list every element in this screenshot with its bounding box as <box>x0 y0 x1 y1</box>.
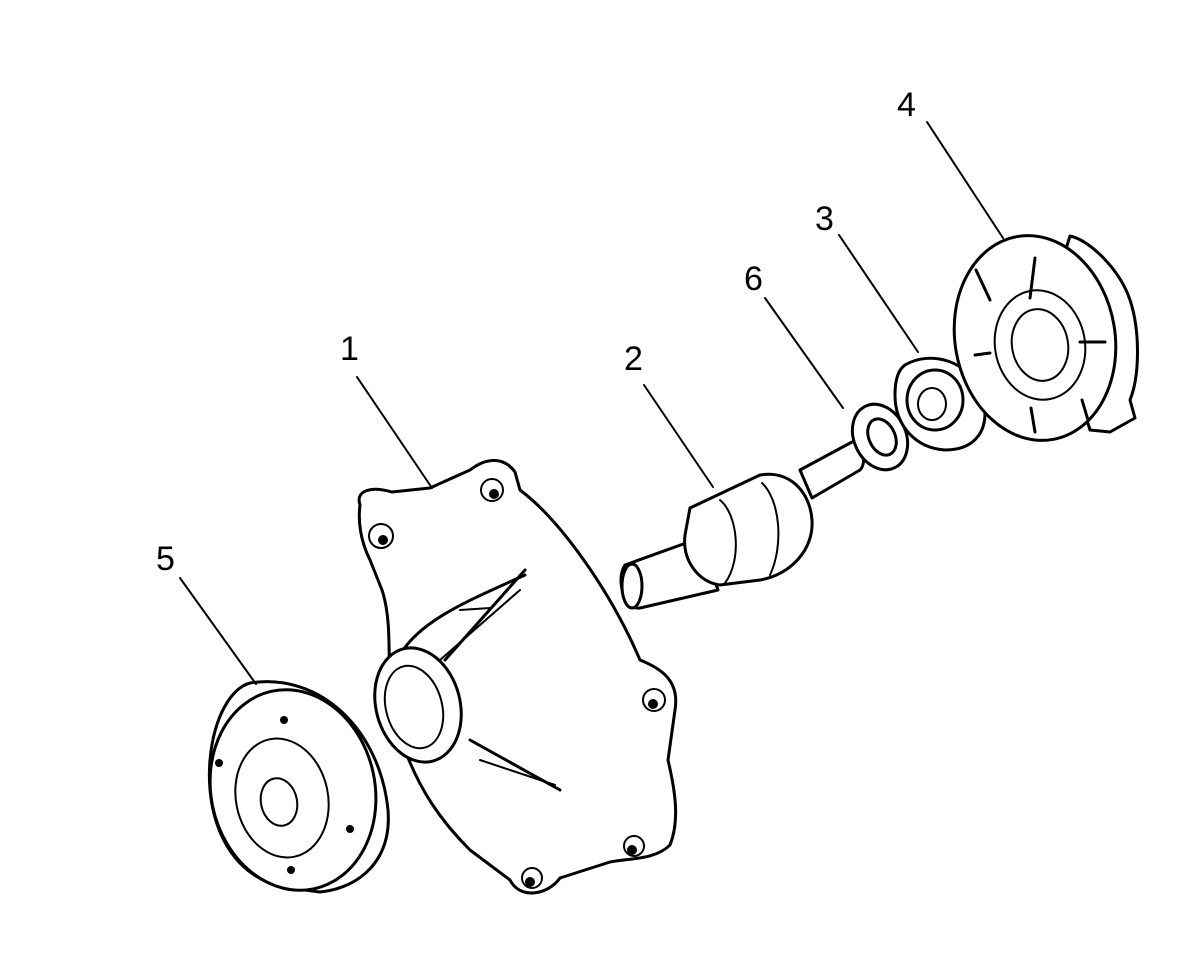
callout-5: 5 <box>156 540 175 578</box>
part-2-shaft-bearing <box>619 440 866 610</box>
part-6-seal-ring <box>850 402 910 472</box>
leader-lines <box>179 121 1004 685</box>
part-1-pump-housing <box>357 459 678 895</box>
callout-numbers: 1 2 3 4 5 6 <box>156 86 916 578</box>
leader-line-4 <box>926 121 1004 239</box>
callout-1: 1 <box>340 330 359 368</box>
part-5-pulley-flange <box>207 680 390 894</box>
leader-line-5 <box>179 577 257 685</box>
callout-4: 4 <box>897 86 916 124</box>
callout-2: 2 <box>624 340 643 378</box>
callout-3: 3 <box>815 200 834 238</box>
part-4-impeller <box>952 234 1139 442</box>
leader-line-2 <box>643 384 714 488</box>
leader-line-1 <box>356 376 433 489</box>
leader-line-3 <box>838 234 919 353</box>
callout-6: 6 <box>744 260 763 298</box>
leader-line-6 <box>764 297 844 409</box>
